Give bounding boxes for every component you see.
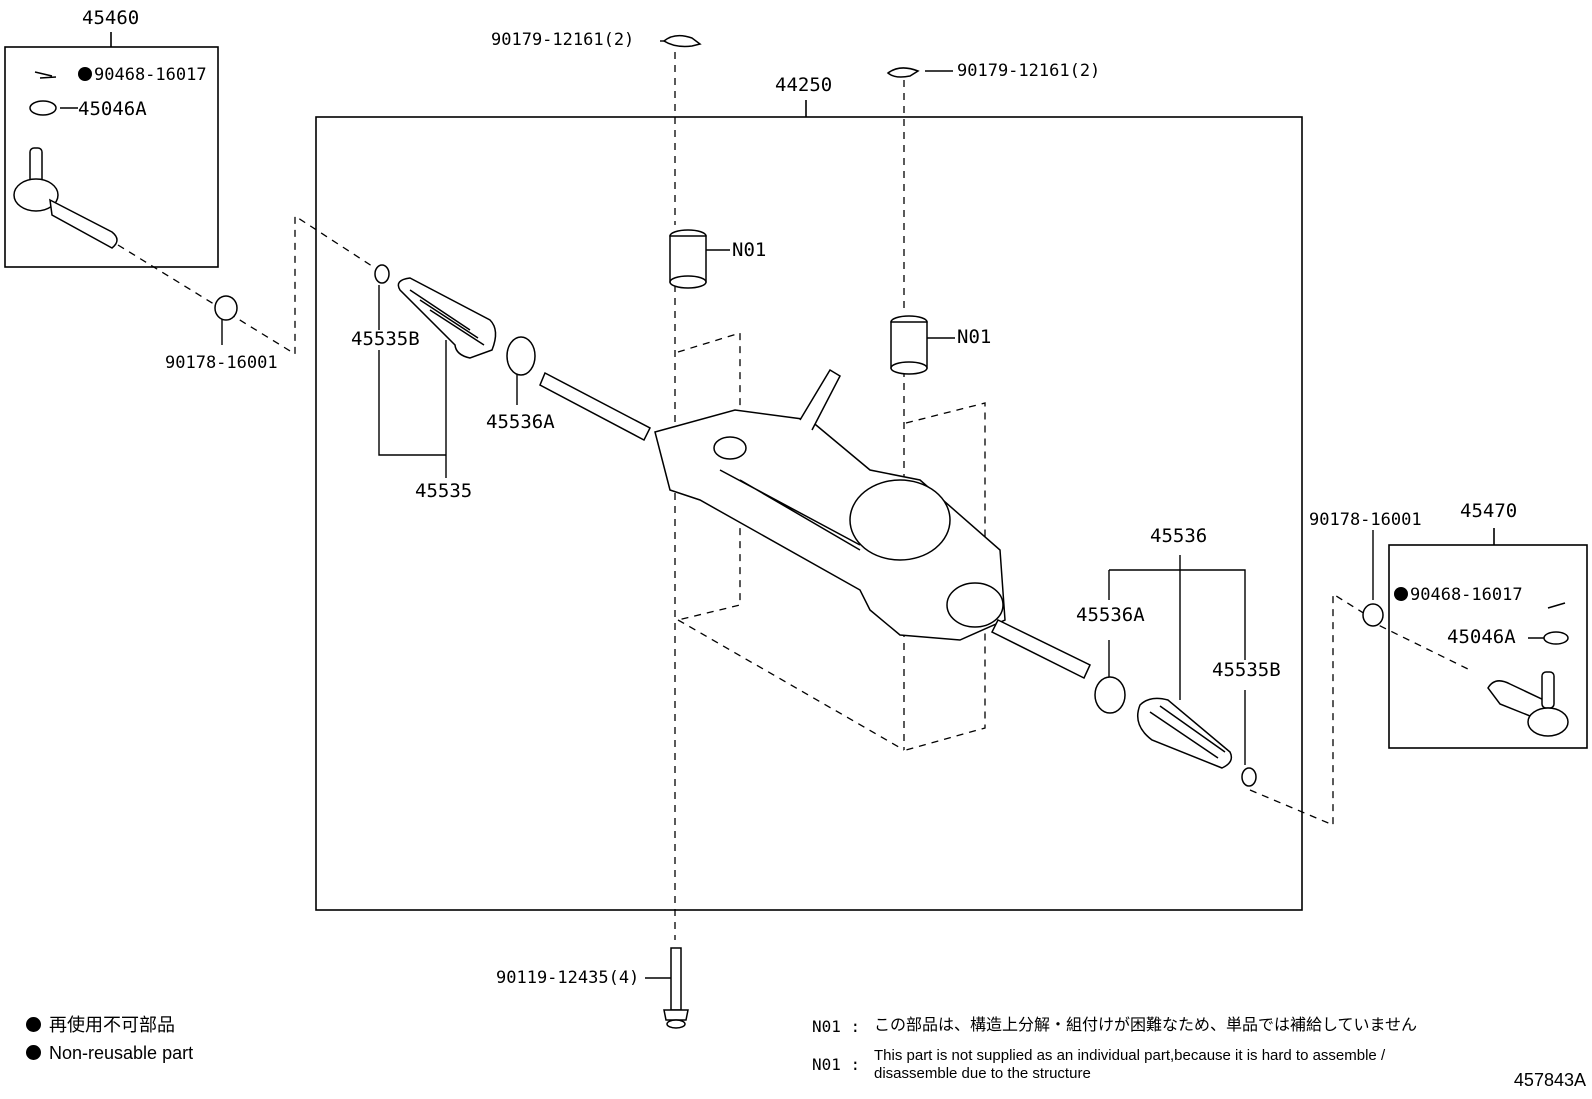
label-45536a-rh: 45536A [1076, 604, 1145, 626]
lh-boot-drawing [397, 277, 497, 359]
label-bolt: 90119-12435(4) [496, 968, 640, 988]
label-44250: 44250 [775, 74, 833, 96]
note-en-line1: This part is not supplied as an individu… [874, 1047, 1386, 1064]
rh-tie-rod-box [1388, 544, 1588, 749]
note-key-jp: N01 : [812, 1017, 861, 1036]
label-ring-rh: 90178-16001 [1309, 510, 1422, 530]
label-cotter-pin-lh: 90468-16017 [78, 67, 207, 84]
note-jp: この部品は、構造上分解・組付けが困難なため、単品では補給していません [874, 1017, 1418, 1034]
rh-tie-rod-end-drawing [1487, 602, 1569, 737]
label-nut-rh: 45046A [1447, 626, 1516, 648]
label-45470: 45470 [1460, 500, 1518, 522]
label-45460: 45460 [82, 7, 140, 29]
legend-jp: 再使用不可部品 [26, 1016, 175, 1034]
lh-tie-rod-end-drawing [13, 71, 118, 249]
rack-assy-frame [315, 116, 1303, 911]
label-45535: 45535 [415, 480, 473, 502]
non-reusable-bullet-icon [26, 1017, 41, 1032]
label-nut-lh: 45046A [78, 98, 147, 120]
non-reusable-bullet-icon [26, 1045, 41, 1060]
non-reusable-bullet-icon [1394, 587, 1408, 601]
bushing-upper-drawing [669, 229, 707, 289]
label-45536: 45536 [1150, 525, 1208, 547]
legend-en: Non-reusable part [26, 1044, 193, 1062]
bolt-drawing [663, 947, 689, 1029]
label-n01-lower: N01 [957, 326, 992, 348]
figure-id: 457843A [1513, 1070, 1586, 1090]
label-clip-left: 90179-12161(2) [491, 30, 635, 50]
label-cotter-pin-rh: 90468-16017 [1394, 587, 1523, 604]
non-reusable-bullet-icon [78, 67, 92, 81]
label-45536a-lh: 45536A [486, 411, 555, 433]
bushing-lower-drawing [890, 315, 928, 375]
note-en-line2: disassemble due to the structure [874, 1065, 1091, 1082]
note-key-en: N01 : [812, 1055, 861, 1074]
label-n01-upper: N01 [732, 239, 767, 261]
rh-boot-drawing [1137, 697, 1233, 769]
label-45535b-rh: 45535B [1212, 659, 1281, 681]
label-45535b-lh: 45535B [351, 328, 420, 350]
label-ring-lh: 90178-16001 [165, 353, 278, 373]
steering-gear-housing-drawing [654, 368, 1006, 641]
label-clip-right: 90179-12161(2) [957, 61, 1101, 81]
